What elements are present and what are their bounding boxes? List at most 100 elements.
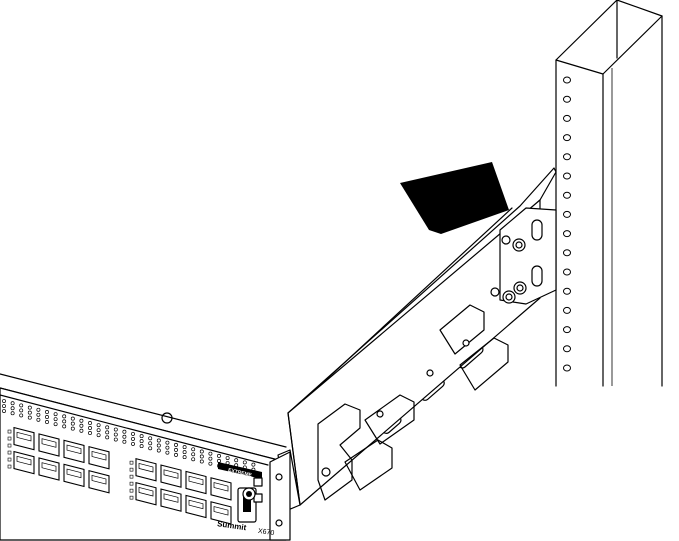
- vent-dot: [199, 459, 204, 464]
- port-led: [7, 457, 12, 462]
- sfp-port[interactable]: [88, 445, 110, 470]
- rack-hole: [563, 364, 571, 372]
- sfp-port[interactable]: [38, 457, 60, 481]
- rack-hole: [563, 268, 571, 276]
- port-led: [129, 467, 134, 472]
- vent-dot: [148, 436, 153, 441]
- rack-hole: [563, 95, 571, 103]
- rack-hole: [563, 76, 571, 84]
- vent-dot: [174, 447, 178, 452]
- model-label: X670: [258, 528, 275, 537]
- vent-dot: [45, 415, 49, 419]
- vent-dot: [139, 434, 144, 439]
- sfp-port[interactable]: [13, 426, 35, 451]
- vent-dot: [165, 445, 170, 450]
- vent-dot: [10, 401, 15, 406]
- vent-dot: [10, 406, 15, 411]
- rack-hole: [563, 153, 571, 161]
- rack-hole: [563, 326, 571, 334]
- vent-dot: [96, 433, 101, 438]
- vent-dot: [105, 425, 110, 430]
- port-led: [129, 474, 134, 479]
- sfp-port[interactable]: [38, 433, 60, 457]
- vent-dot: [45, 410, 49, 414]
- port-led: [129, 481, 134, 486]
- vent-dot: [10, 411, 15, 416]
- vent-dot: [122, 429, 127, 434]
- vent-dot: [27, 410, 32, 415]
- port-led: [129, 460, 134, 465]
- port-led: [129, 495, 134, 500]
- vent-dot: [27, 415, 32, 420]
- vent-dot: [105, 430, 110, 435]
- vent-dot: [208, 451, 213, 456]
- vent-dot: [165, 450, 170, 455]
- vent-dot: [70, 416, 75, 421]
- vent-dot: [2, 409, 6, 413]
- vent-dot: [2, 404, 6, 408]
- vent-dot: [225, 456, 230, 460]
- rack-hole: [563, 345, 571, 353]
- port-led: [7, 450, 12, 455]
- vent-dot: [208, 456, 213, 461]
- vent-dot: [53, 412, 58, 417]
- brand-logo-badge: EXTREME: [218, 462, 262, 479]
- vent-dot: [156, 438, 161, 443]
- port-led: [7, 464, 12, 469]
- vent-dot: [182, 450, 187, 455]
- vent-dot: [148, 446, 153, 451]
- sfp-port[interactable]: [185, 494, 207, 519]
- port-led: [7, 436, 12, 441]
- sfp-port[interactable]: [88, 469, 110, 494]
- vent-dot: [79, 423, 84, 428]
- management-port: [237, 477, 263, 523]
- vent-dot: [156, 443, 161, 448]
- vent-dot: [53, 422, 58, 427]
- vent-dot: [88, 421, 92, 425]
- vent-dot: [139, 444, 144, 449]
- vent-dot: [131, 431, 135, 436]
- rack-hole: [563, 210, 571, 218]
- vent-dot: [165, 440, 170, 445]
- vent-dot: [174, 442, 178, 447]
- insert-direction-arrow: [400, 162, 509, 234]
- sfp-port[interactable]: [210, 501, 232, 525]
- vent-dot: [105, 435, 110, 440]
- vent-dot: [88, 431, 92, 435]
- rack-post: [555, 0, 663, 387]
- sfp-port[interactable]: [160, 488, 182, 512]
- bracket-plate: [277, 199, 557, 511]
- vent-dot: [19, 403, 24, 408]
- port-led: [7, 443, 12, 448]
- sfp-port[interactable]: [210, 477, 232, 501]
- rack-hole: [563, 191, 571, 199]
- logo-badge-text: EXTREME: [227, 467, 253, 478]
- vent-dot: [62, 424, 67, 429]
- port-led: [7, 429, 12, 434]
- vent-dot: [122, 434, 127, 439]
- vent-dot: [242, 460, 247, 465]
- rack-holes: [563, 76, 571, 372]
- sfp-port[interactable]: [160, 464, 182, 488]
- rack-hole: [563, 114, 571, 122]
- vent-dot: [19, 408, 24, 413]
- vent-dot: [62, 414, 67, 419]
- vent-dot: [96, 428, 101, 433]
- sfp-port[interactable]: [135, 457, 157, 482]
- rack-hole: [563, 230, 571, 238]
- vent-dot: [148, 441, 153, 446]
- vent-dot: [70, 426, 75, 431]
- sfp-port[interactable]: [13, 450, 35, 475]
- sfp-port[interactable]: [63, 463, 85, 488]
- rack-hole: [563, 287, 571, 295]
- vent-dot: [27, 405, 32, 410]
- rack-hole: [563, 134, 571, 142]
- vent-dot: [79, 418, 84, 423]
- sfp-port[interactable]: [185, 470, 207, 495]
- sfp-port[interactable]: [63, 439, 85, 464]
- rack-hole: [563, 249, 571, 257]
- vent-dot: [191, 452, 196, 457]
- brand-label: Summit: [217, 519, 248, 532]
- sfp-port[interactable]: [135, 481, 157, 506]
